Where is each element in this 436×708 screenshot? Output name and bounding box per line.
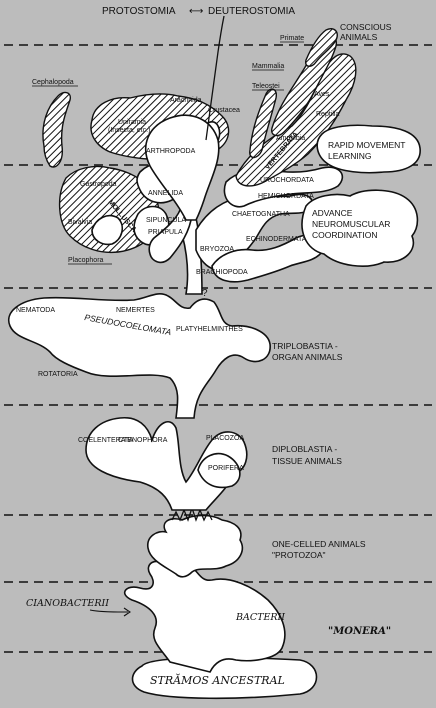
taxon-bacterii: BACTERII	[235, 612, 285, 623]
protostomia-branch	[148, 209, 193, 264]
protostomia-trunk	[145, 114, 220, 221]
deuterostomia-stem	[205, 15, 225, 141]
taxon-insecta: (Insecta, etc.)	[108, 127, 150, 134]
level-onecell-line-2: "PROTOZOA"	[272, 550, 326, 560]
level-rapid-line-1: RAPID MOVEMENT	[328, 140, 405, 150]
origin-question-mark: ?	[202, 288, 208, 299]
diploblastia-branch	[85, 416, 248, 511]
taxon-arachnida: Arachnida	[170, 97, 202, 104]
taxon-hemichordata: HEMICHORDATA	[258, 193, 314, 200]
vertebrata-lobe	[235, 53, 357, 187]
level-conscious-line-1: CONSCIOUS	[340, 22, 392, 32]
header-arrow: ⟷	[189, 6, 203, 17]
mollusca-sublobe	[91, 214, 124, 246]
taxon-coelenterata: COELENTERATA	[78, 437, 134, 444]
level-advance-line-3: COORDINATION	[312, 230, 377, 240]
diploblastia-lobe	[197, 452, 241, 489]
level-diplo-line-1: DIPLOBLASTIA -	[272, 444, 337, 454]
level-triplo-line-2: ORGAN ANIMALS	[272, 352, 343, 362]
neuromuscular-bubble	[301, 189, 419, 267]
primate-lobe	[304, 28, 338, 67]
level-rapid-line-2: LEARNING	[328, 151, 371, 161]
level-conscious-line-2: ANIMALS	[340, 32, 378, 42]
taxon-placozoa: PLACOZOA	[206, 435, 244, 442]
teleostei-lobe	[249, 88, 278, 159]
taxon-cianobacterii: CIANOBACTERII	[26, 598, 109, 609]
taxon-echinodermata: ECHINODERMATA	[246, 236, 307, 243]
cephalopoda-lobe	[42, 91, 72, 168]
level-onecell-line-1: ONE-CELLED ANIMALS	[272, 539, 366, 549]
taxon-mammalia: Mammalia	[252, 63, 284, 70]
taxon-annelida: ANNELIDA	[148, 190, 183, 197]
taxon-nemertes: NEMERTES	[116, 307, 155, 314]
rapid-movement-bubble	[316, 124, 421, 174]
taxon-sipuncula: SIPUNCULA	[146, 217, 186, 224]
taxon-primate: Primate	[280, 35, 304, 42]
taxon-placophora: Placophora	[68, 257, 104, 264]
level-advance-line-1: ADVANCE	[312, 208, 353, 218]
taxon-crustacea: Crustacea	[208, 107, 240, 114]
taxon-amphibia: Amphibia	[276, 135, 305, 142]
taxon-ctenophora: CTENOPHORA	[118, 437, 168, 444]
taxon-platyhelminthes: PLATYHELMINTHES	[176, 326, 243, 333]
triploblastia-branch	[7, 293, 271, 419]
taxon-bivalvia: Bivalvia	[68, 219, 92, 226]
level-diplo-line-2: TISSUE ANIMALS	[272, 456, 342, 466]
taxon-gastropoda: Gastropoda	[80, 181, 117, 188]
taxon-arthropoda: ARTHROPODA	[146, 148, 196, 155]
taxon-nematoda: NEMATODA	[16, 307, 55, 314]
taxon-bryozoa: BRYOZOA	[200, 246, 234, 253]
protostomia-label: PROTOSTOMIA	[102, 6, 176, 17]
taxon-teleostei: Teleostei	[252, 83, 280, 90]
taxon-aves: Aves	[314, 91, 330, 98]
monera-label: "MONERA"	[328, 626, 391, 637]
taxon-reptilia: Reptilia	[316, 111, 339, 118]
arrowhead	[123, 607, 131, 617]
taxon-stramos-ancestral: STRĂMOS ANCESTRAL	[150, 673, 285, 687]
taxon-cephalopoda: Cephalopoda	[32, 79, 74, 86]
taxon-priapula: PRIAPULA	[148, 229, 183, 236]
taxon-uniramia: Uniramia	[118, 119, 146, 126]
cianobacterii-arrow	[89, 609, 128, 613]
taxon-urochordata: UROCHORDATA	[260, 177, 314, 184]
taxon-rotatoria: ROTATORIA	[38, 371, 78, 378]
level-triplo-line-1: TRIPLOBASTIA -	[272, 341, 338, 351]
taxon-porifera: PORIFERA	[208, 465, 244, 472]
protozoa-blob	[147, 514, 244, 578]
taxon-chaetognatha: CHAETOGNATHA	[232, 211, 290, 218]
taxon-brachiopoda: BRACHIOPODA	[196, 269, 248, 276]
deuterostomia-label: DEUTEROSTOMIA	[208, 6, 295, 17]
level-advance-line-2: NEUROMUSCULAR	[312, 219, 390, 229]
